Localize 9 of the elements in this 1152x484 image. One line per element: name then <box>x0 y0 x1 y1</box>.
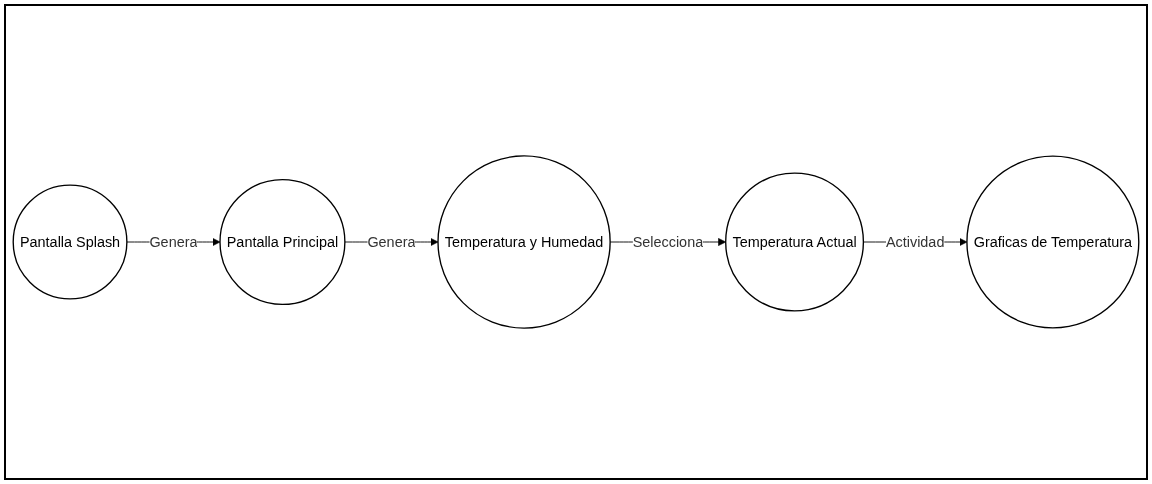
edge-label: Genera <box>149 233 198 250</box>
edge-label: Actividad <box>885 233 945 250</box>
edge-label: Selecciona <box>632 233 704 250</box>
node-circle: Pantalla Splash <box>12 184 128 300</box>
node-circle: Pantalla Principal <box>219 178 346 306</box>
node-circle: Graficas de Temperatura <box>966 155 1140 329</box>
edge-label: Genera <box>367 233 416 250</box>
node-circle: Temperatura y Humedad <box>437 155 611 329</box>
node-circle: Temperatura Actual <box>725 172 865 312</box>
